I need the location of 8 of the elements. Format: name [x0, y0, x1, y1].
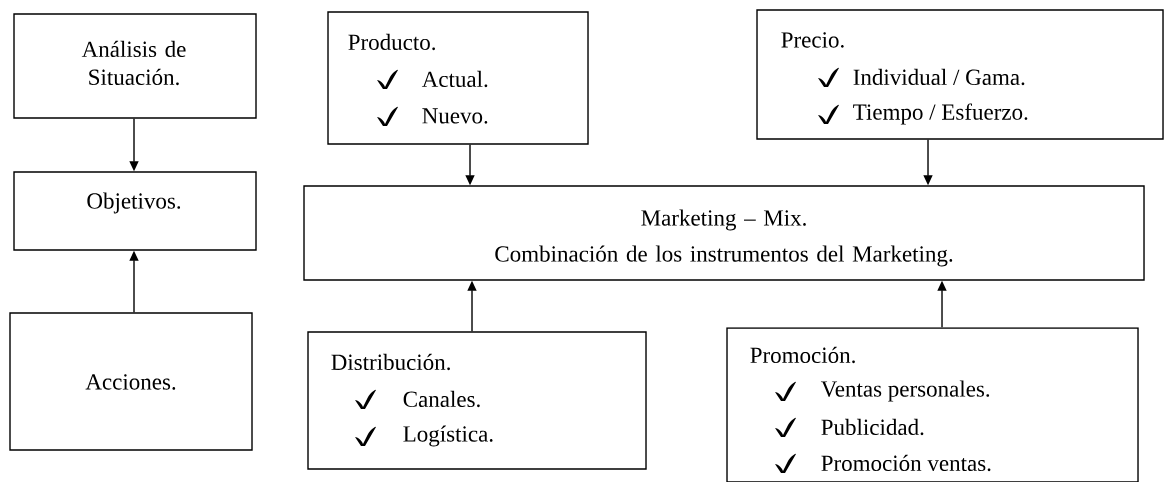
process-box: Producto. Actual. Nuevo.: [327, 11, 589, 145]
process-box: Análisis de Situación.: [13, 13, 257, 119]
process-box: Precio. Individual / Gama. Tiempo / Esfuerzo.: [756, 9, 1164, 140]
process-box: Promoción. Ventas personales. Publicidad. Promoción ventas.: [726, 327, 1139, 482]
process-box: Acciones.: [9, 312, 253, 451]
process-box: Distribución. Canales. Logística.: [307, 331, 647, 470]
process-box: Objetivos.: [13, 171, 257, 251]
process-box: Marketing – Mix. Combinación de los instrumentos del Marketing.: [303, 185, 1145, 281]
